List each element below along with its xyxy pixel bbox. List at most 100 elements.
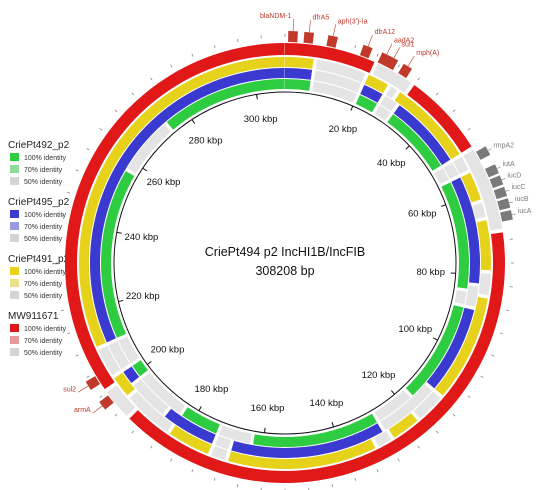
ring-mw911671-low-identity [107,385,136,416]
gene-marker [85,376,101,391]
legend-group-title: MW911671 [8,311,59,322]
ring-crieppt491-segment [78,57,285,347]
gene-marker [493,186,508,200]
ring-crieppt492-segment [405,305,464,396]
legend-entry-label: 100% identity [24,269,67,276]
ring-crieppt491-low-identity [129,391,173,432]
center-title: CriePt494 p2 IncHI1B/IncFIB 308208 bp [205,245,366,278]
outer-tick [499,332,503,335]
ring-mw911671-segment [65,43,285,390]
ring-crieppt492-segment [101,171,135,338]
ring-mw911671-low-identity [372,63,412,93]
ring-crieppt491-low-identity [373,431,392,447]
ring-crieppt492-low-identity [118,336,140,364]
kbp-label: 260 kbp [147,177,181,188]
outer-tick [67,332,71,335]
kbp-label: 20 kbp [329,124,358,135]
ring-crieppt492-low-identity [374,105,391,121]
gene-marker [476,146,491,160]
legend-entry-label: 70% identity [24,224,63,231]
ring-crieppt495-low-identity [215,435,231,450]
ring-crieppt495-low-identity [313,70,362,93]
ring-crieppt491-low-identity [478,273,491,296]
outer-tick [86,375,90,378]
ring-crieppt492-low-identity [312,81,357,103]
outer-tick [467,128,471,131]
outer-tick [417,77,420,81]
outer-tick [331,483,334,488]
ring-crieppt495-segment [285,68,313,80]
ring-crieppt495-segment [393,105,451,165]
outer-tick [354,477,357,481]
gene-marker [303,31,315,44]
legend-swatch [10,153,19,161]
ring-crieppt491-low-identity [211,445,228,460]
outer-tick [131,430,135,434]
outer-tick [236,483,239,488]
ring-crieppt492-low-identity [434,168,449,185]
kbp-tick [390,390,395,395]
ring-crieppt492-low-identity [219,425,252,444]
gene-label: dfrA12 [374,29,395,36]
ring-crieppt492-low-identity [142,372,186,414]
gene-leader-line [367,35,373,47]
outer-tick [376,469,379,473]
ring-crieppt491-segment [394,92,460,160]
gene-label: aadA2 [394,38,414,45]
kbp-tick [263,427,266,433]
gene-leader-line [77,385,89,393]
ring-map [56,34,514,490]
kbp-label: 140 kbp [309,398,343,409]
ring-crieppt492-segment [285,79,311,91]
plasmid-size: 308208 bp [255,264,314,278]
kbp-label: 40 kbp [377,158,406,169]
ring-crieppt492-segment [253,413,377,447]
ring-crieppt491-segment [364,74,388,94]
outer-tick [170,64,173,68]
gene-leader-line [386,43,393,55]
ring-crieppt492-low-identity [127,124,171,174]
legend-swatch [10,177,19,185]
ring-crieppt495-segment [231,423,383,458]
gene-leader-line [332,24,337,37]
gene-label: sul2 [63,386,76,393]
gene-label: blaNDM-1 [260,13,292,20]
outer-tick [213,477,216,481]
legend-entry-label: 100% identity [24,326,67,333]
outer-tick [114,109,118,113]
backbone-circle [113,91,457,435]
outer-tick [191,53,194,57]
outer-tick [99,128,103,131]
gene-label: dfrA5 [313,14,330,21]
ring-crieppt495-segment [426,307,475,389]
gene-leader-line [487,148,492,151]
ring-crieppt492-segment [387,114,442,171]
outer-tick [397,64,400,68]
gene-label: sul1 [402,42,415,49]
outer-tick [150,77,153,81]
outer-tick [354,45,357,49]
outer-tick [191,469,194,473]
ring-crieppt492-low-identity [454,290,467,305]
outer-tick [480,375,484,378]
gene-leader-line [505,189,510,192]
gene-marker [326,35,338,48]
gene-label: iutA [503,161,515,168]
kbp-tick [432,337,438,341]
ring-crieppt491-segment [228,439,376,469]
outer-tick [397,458,400,462]
ring-crieppt491-segment [388,413,418,438]
ring-crieppt491-low-identity [413,391,441,419]
ring-crieppt491-segment [285,57,314,69]
gene-leader-line [509,201,514,204]
outer-tick [435,430,439,434]
ring-crieppt491-segment [435,297,488,396]
gene-leader-line [501,178,506,181]
ring-crieppt492-segment [441,182,469,289]
ring-crieppt495-segment [123,366,140,384]
outer-tick [86,148,90,151]
legend-entry-label: 100% identity [24,212,67,219]
ring-crieppt492-segment [182,407,220,434]
